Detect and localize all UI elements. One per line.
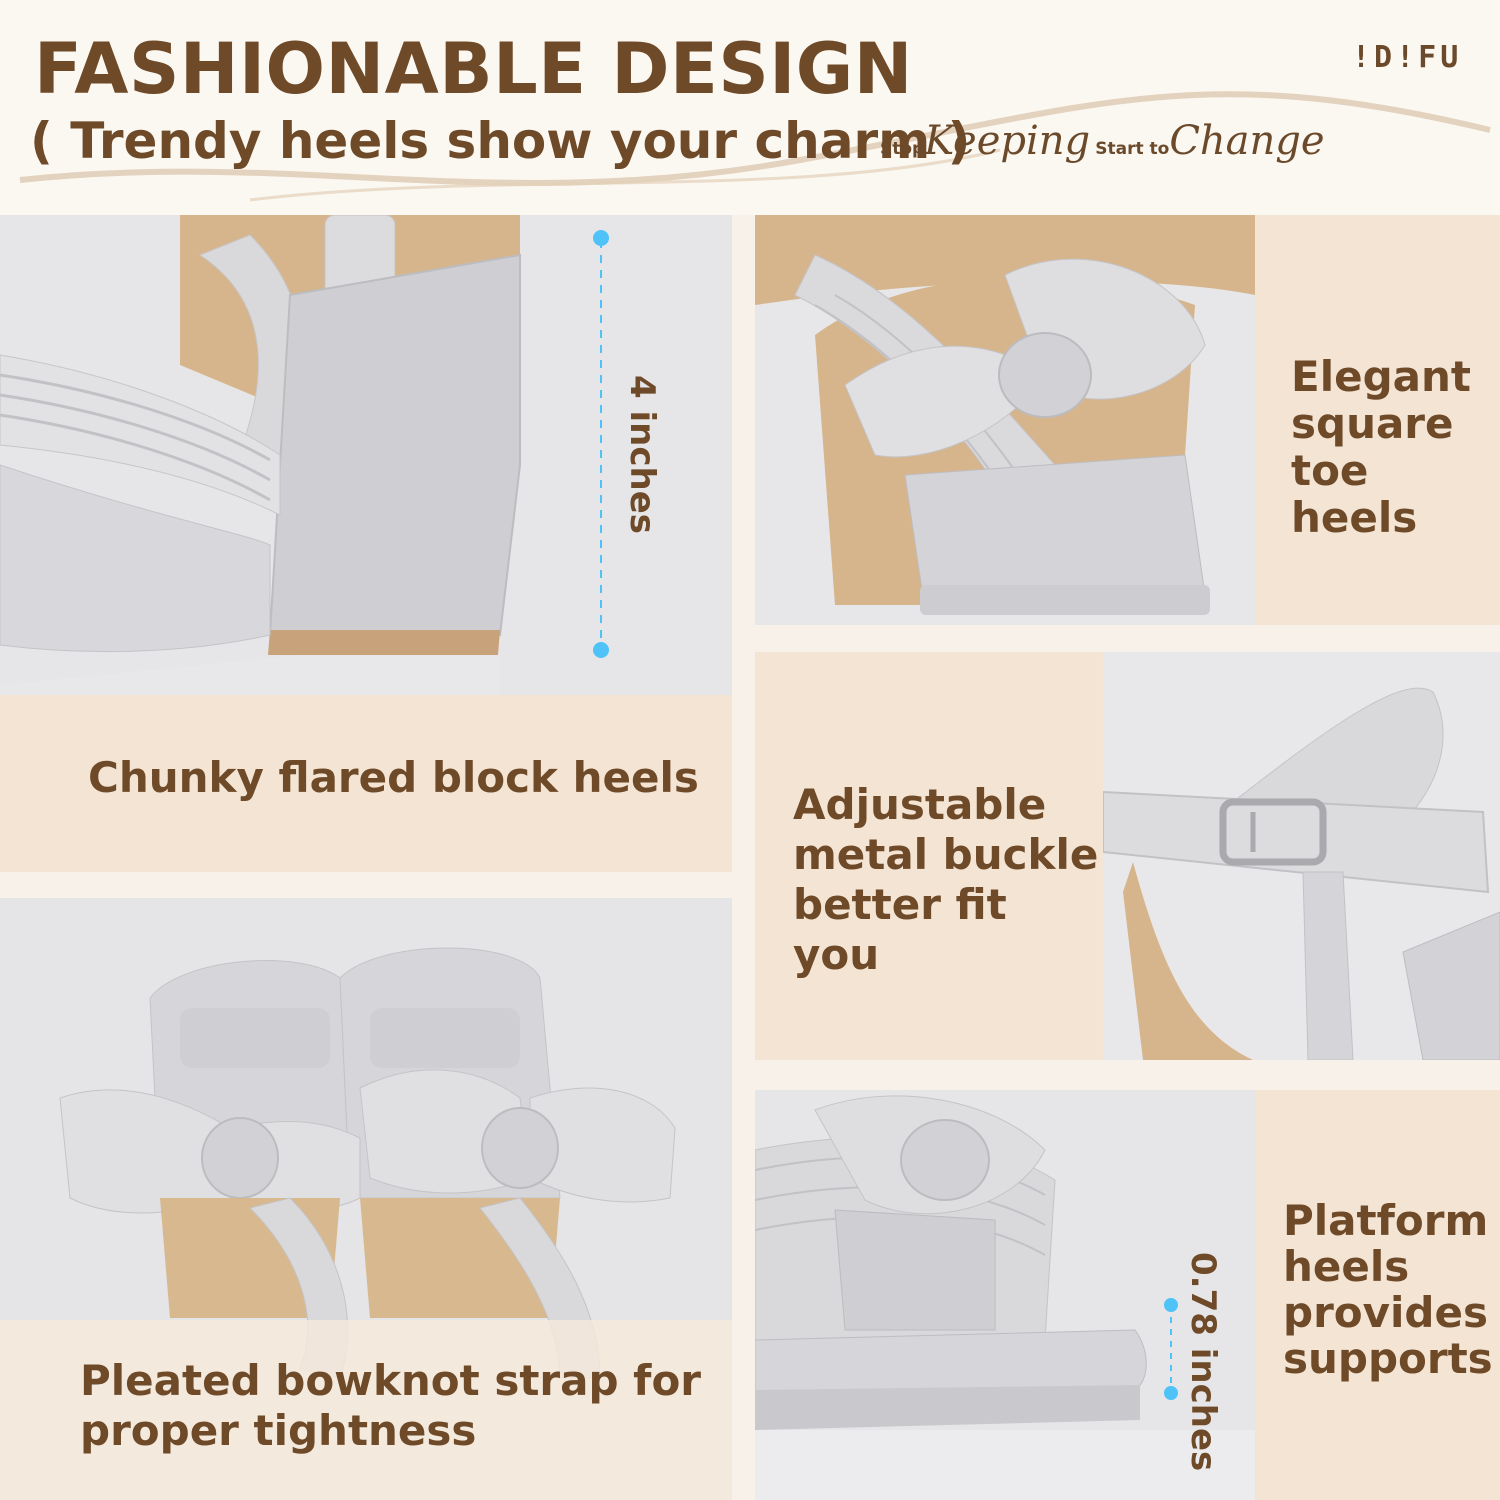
caption-buckle: Adjustable metal buckle better fit you (755, 652, 1103, 1060)
caption-line: Elegant (1291, 352, 1471, 401)
caption-bowknot: Pleated bowknot strap for proper tightne… (0, 1320, 732, 1500)
slogan-start-to: Start to (1095, 139, 1170, 159)
heel-illustration (0, 215, 732, 695)
caption-line: Adjustable (793, 780, 1047, 829)
page-title: FASHIONABLE DESIGN (34, 28, 913, 110)
heel-photo: 4 inches (0, 215, 732, 695)
platform-photo: 0.78 inches (755, 1090, 1255, 1500)
slogan-keeping: Keeping (924, 118, 1091, 164)
caption-text: Pleated bowknot strap for proper tightne… (80, 1356, 701, 1456)
caption-line: you (793, 930, 880, 979)
square-toe-illustration (755, 215, 1255, 625)
height-measure-line (593, 230, 609, 658)
platform-height-label: 0.78 inches (1183, 1252, 1223, 1472)
brand-slogan: StopKeeping Start toChange (880, 118, 1325, 164)
buckle-photo (1103, 652, 1500, 1060)
slogan-stop: Stop (880, 139, 925, 159)
caption-platform: Platform heels provides supports (1255, 1090, 1500, 1500)
caption-line: supports (1283, 1334, 1493, 1383)
heel-height-label: 4 inches (622, 375, 662, 535)
caption-line: heels (1283, 1242, 1410, 1291)
buckle-illustration (1103, 652, 1500, 1060)
caption-line: provides (1283, 1288, 1488, 1337)
caption-line: toe heels (1291, 446, 1418, 542)
caption-line: Pleated bowknot strap for (80, 1356, 702, 1405)
caption-line: better fit (793, 880, 1007, 929)
platform-illustration (755, 1090, 1255, 1500)
platform-measure-line (1164, 1298, 1178, 1400)
slogan-change: Change (1169, 118, 1325, 164)
caption-line: proper tightness (80, 1406, 477, 1455)
caption-line: square (1291, 399, 1454, 448)
caption-text: Chunky flared block heels (88, 753, 699, 802)
caption-text: Adjustable metal buckle better fit you (793, 780, 1098, 980)
caption-line: Platform (1283, 1196, 1489, 1245)
brand-logo: !D!FU (1352, 40, 1463, 75)
caption-block-heels: Chunky flared block heels (0, 695, 732, 872)
page-subtitle: ( Trendy heels show your charm ) (30, 112, 971, 170)
caption-text: Platform heels provides supports (1283, 1198, 1493, 1382)
square-toe-photo (755, 215, 1255, 625)
caption-line: metal buckle (793, 830, 1099, 879)
caption-square-toe: Elegant square toe heels (1255, 215, 1500, 625)
decorative-swoosh (19, 91, 1491, 202)
caption-text: Elegant square toe heels (1291, 353, 1500, 541)
